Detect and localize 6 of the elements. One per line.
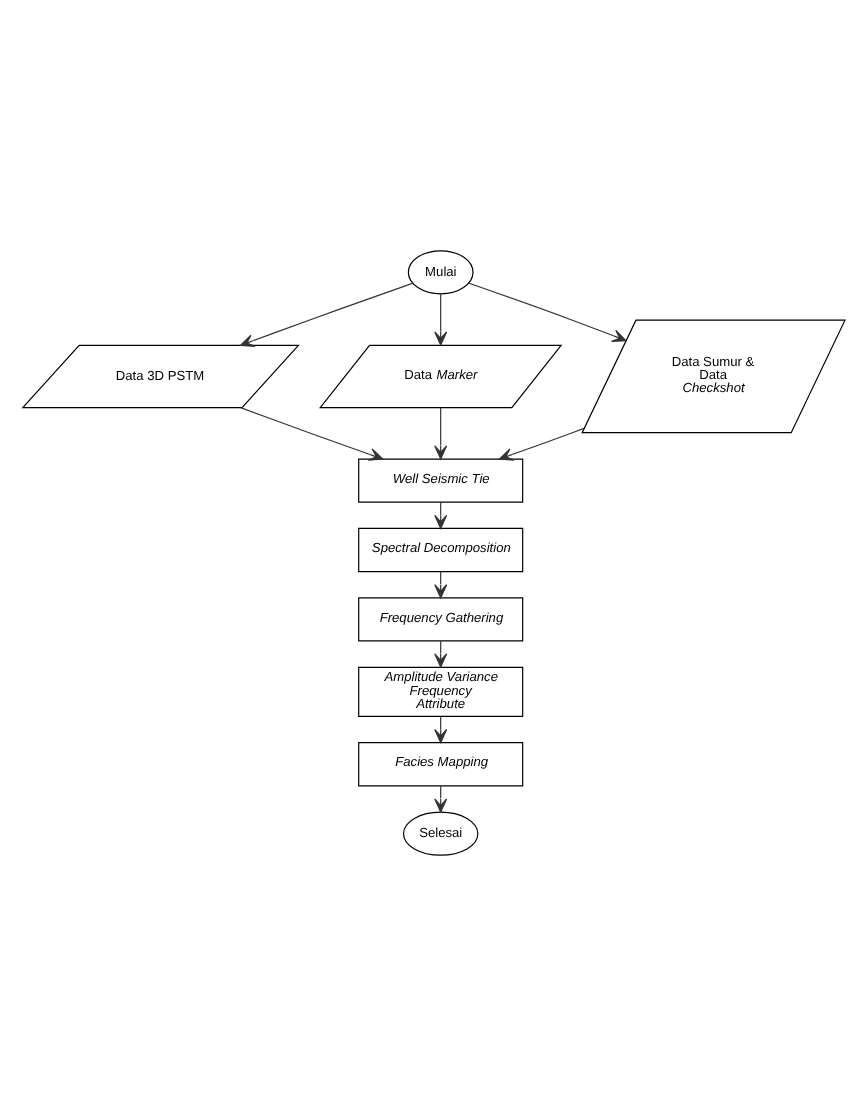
arrow [433, 292, 447, 345]
arrow [433, 406, 447, 459]
arrow [239, 406, 383, 460]
arrow [497, 426, 584, 460]
arrow [239, 281, 412, 346]
arrow [467, 281, 626, 341]
